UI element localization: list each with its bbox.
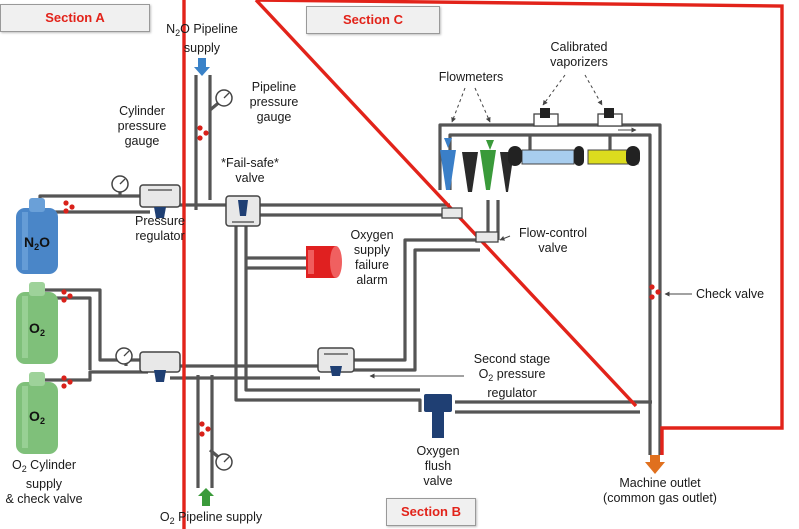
o2-pressure-regulator-icon — [139, 351, 181, 382]
n2o-cylinder-check-valve — [63, 200, 75, 214]
section-a-title: Section A — [0, 4, 150, 32]
outlet-arrow — [645, 455, 665, 474]
flowmeter-blue-2 — [440, 150, 456, 190]
oxygen-flush-valve-label: Oxygen flush valve — [416, 444, 460, 488]
outlet-check-valve — [649, 284, 661, 300]
flowmeter-blue-1 — [444, 138, 452, 148]
n2o-cylinder-gauge-icon — [111, 175, 129, 193]
o2-cylinder-bottom — [16, 372, 58, 454]
flowmeter-green-2 — [480, 150, 496, 190]
o2-cylinder-supply-label: O2 Cylinder supply & check valve — [5, 458, 83, 506]
flowmeter-pointer-lines — [451, 74, 603, 123]
cylinder-pressure-gauge-label: Cylinder pressure gauge — [117, 104, 167, 148]
o2-cylinder-gauge-icon — [115, 347, 133, 365]
section-c-boundary — [255, 0, 784, 455]
n2o-pipeline-supply-label: N2O Pipeline supply — [166, 22, 238, 55]
flow-control-valve-label: Flow-control valve — [518, 226, 588, 255]
flow-arrows — [194, 58, 665, 506]
flowmeters-label: Flowmeters — [438, 70, 504, 84]
n2o-inlet-arrow — [194, 58, 210, 76]
flowmeter-icons — [440, 138, 514, 192]
flowmeter-dark-1 — [462, 152, 478, 192]
second-stage-regulator-icon — [317, 347, 355, 376]
calibrated-vaporizers-label: Calibrated vaporizers — [550, 40, 608, 69]
flow-control-valve-icon — [441, 207, 499, 243]
n2o-cylinder — [16, 198, 58, 274]
section-diagonal-boundary — [254, 0, 638, 408]
section-boundaries — [182, 0, 784, 529]
o2-pipeline-supply-label: O2 Pipeline supply — [159, 510, 263, 526]
flowmeter-green-1 — [486, 140, 494, 150]
oxygen-failure-alarm-icon — [306, 246, 342, 278]
pointer-arrows — [369, 235, 692, 379]
pipeline-pressure-gauge-label: Pipeline pressure gauge — [249, 80, 299, 124]
o2-bottom-tank-label: O2 — [29, 408, 45, 426]
machine-outlet-label: Machine outlet (common gas outlet) — [603, 476, 717, 505]
check-valve-label: Check valve — [696, 287, 765, 301]
check-valve-markers — [61, 125, 661, 437]
vaporizer-blue-icon — [508, 108, 584, 166]
gauge-icons — [111, 89, 233, 471]
o2-top-check-valve — [61, 289, 73, 303]
oxygen-supply-failure-alarm-label: Oxygen supply failure alarm — [350, 228, 394, 287]
o2-inlet-arrow — [198, 488, 214, 506]
second-stage-regulator-label: Second stage O2 pressure regulator — [473, 352, 551, 400]
n2o-pipeline-check-valve — [197, 125, 209, 141]
o2-bottom-check-valve — [61, 375, 73, 389]
o2-cylinder-top — [16, 282, 58, 364]
oxygen-flush-valve-icon — [424, 394, 452, 438]
pressure-regulator-label: Pressure regulator — [134, 214, 186, 243]
n2o-tank-label: N2O — [23, 234, 51, 252]
n2o-pipeline-gauge-icon — [215, 89, 233, 107]
vaporizer-yellow-icon — [587, 108, 640, 166]
section-b-title: Section B — [386, 498, 476, 526]
fail-safe-valve-icon — [225, 195, 261, 227]
n2o-pressure-regulator-icon — [139, 184, 181, 218]
fail-safe-valve-label: *Fail-safe* valve — [221, 156, 279, 185]
o2-pipeline-check-valve — [199, 421, 211, 437]
section-c-title: Section C — [306, 6, 440, 34]
o2-top-tank-label: O2 — [29, 320, 45, 338]
o2-pipeline-gauge-icon — [215, 453, 233, 471]
